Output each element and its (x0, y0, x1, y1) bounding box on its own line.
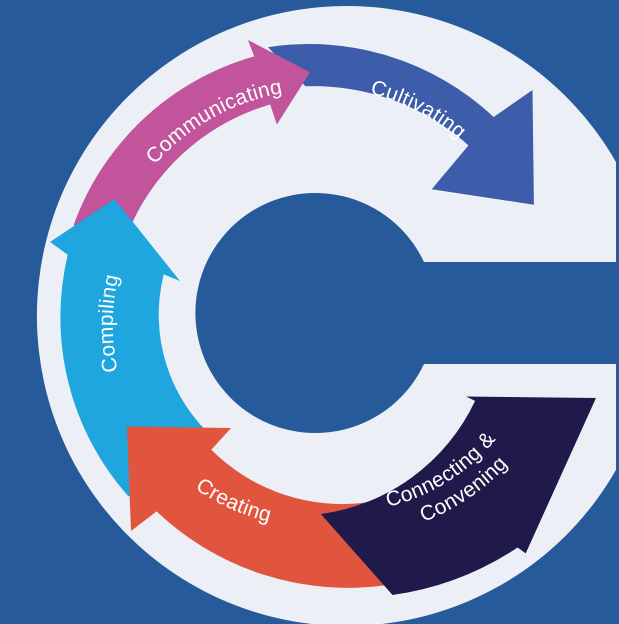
creating-arrow (127, 426, 390, 588)
communicating-arrow (73, 40, 310, 239)
cultivating-arrow (268, 44, 534, 205)
connecting-arrow (320, 396, 596, 595)
compiling-arrow (50, 199, 217, 497)
